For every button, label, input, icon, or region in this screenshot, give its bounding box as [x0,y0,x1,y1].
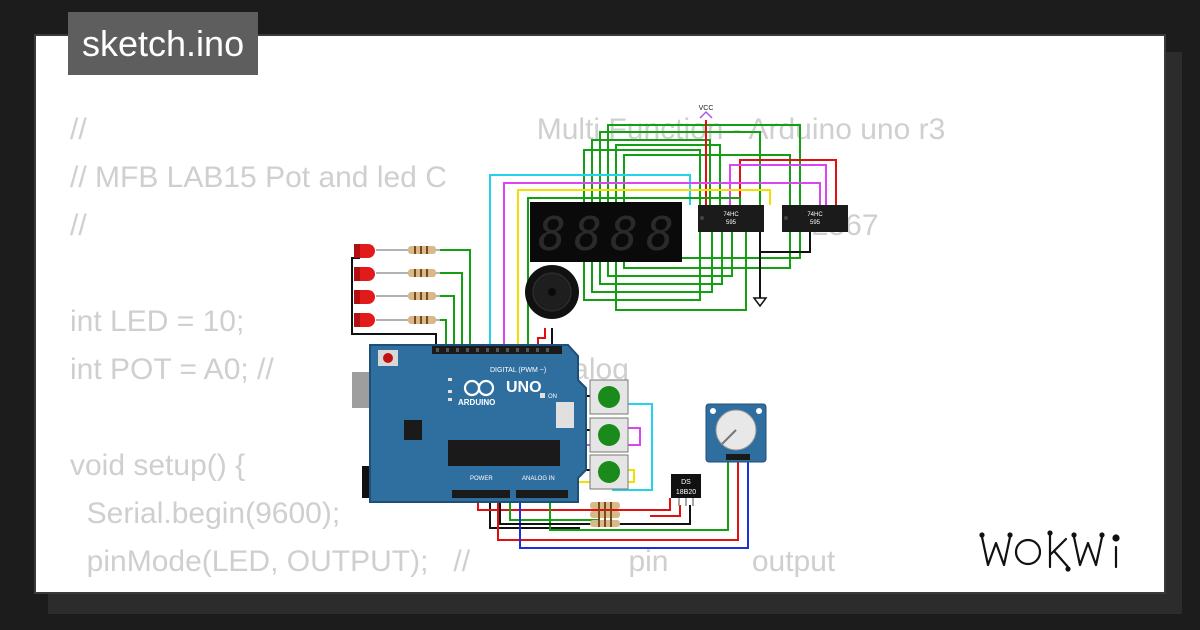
push-button-3 [589,454,629,490]
sensor-label: 18B20 [676,489,696,496]
display-digit: 8 [574,207,602,261]
wire-green [615,144,721,258]
push-buttons [589,379,629,490]
chip-label: 595 [810,220,821,226]
pulldown-resistors [590,502,620,527]
code-line: Serial.begin(9600); [70,497,341,530]
chip-label: 595 [726,220,737,226]
potentiometer [705,403,767,463]
wire-black [760,232,811,253]
shift-register-1: 74HC 595 [698,205,764,232]
wire-green [615,232,747,311]
vcc-label: VCC [699,105,714,112]
wire-red [497,462,739,541]
wire-green [549,462,729,531]
microcontroller-chip [448,440,560,466]
wire-red [477,498,671,511]
wire-red [650,505,681,517]
led-1 [354,244,375,258]
led-3 [354,290,375,304]
wire-yellow [517,189,771,350]
chip-label: 74HC [807,212,823,218]
display-digit: 8 [610,207,638,261]
wire-magenta [729,164,827,205]
code-line: // MFB LAB15 Pot and led C [70,161,447,194]
arduino-uno-board: DIGITAL (PWM ~) UNO ARDUINO ON POWER ANA… [352,344,587,503]
led-2 [354,267,375,281]
reset-button [383,353,393,363]
analog-label: ANALOG IN [522,476,555,482]
shift-register-2: 74HC 595 [782,205,848,232]
wire-green [527,197,741,350]
wire-green [440,319,447,350]
chip-label: 74HC [723,212,739,218]
power-header [452,490,510,498]
wokwi-logo: WOKWi [979,530,1144,574]
board-brand: ARDUINO [458,398,495,407]
code-line: pinMode(LED, OUTPUT); // pin output [70,545,836,578]
led-4 [354,313,375,327]
sensor-label: DS [681,479,691,486]
wire-green [440,295,455,350]
led-array [354,244,440,327]
buzzer [525,265,579,319]
temperature-sensor: DS 18B20 [671,474,701,506]
arduino-logo-icon [463,379,495,397]
display-digit: 8 [646,207,674,261]
wire-green [607,232,733,277]
power-label: POWER [470,476,493,482]
preview-card: // Multi Function - Arduino uno r3 // MF… [34,34,1166,594]
logo-text: WOKWi [1136,572,1144,574]
wire-magenta [503,182,821,350]
wire-cyan [489,174,691,350]
wire-green [440,272,463,350]
push-button-1 [589,379,629,415]
code-line: int LED = 10; [70,305,245,338]
wire-green [591,232,713,293]
wire-green [583,232,701,301]
vcc-symbol: VCC [699,105,714,119]
push-button-2 [589,417,629,453]
digital-label: DIGITAL (PWM ~) [490,367,546,374]
wire-green [440,249,471,350]
wire-green [509,498,600,521]
wire-green [599,131,761,258]
on-label: ON [548,394,557,400]
display-digit: 8 [538,207,566,261]
resistor [408,246,436,324]
file-name-tab: sketch.ino [68,12,259,75]
wire-cyan [612,403,653,491]
wire-green [623,232,791,269]
board-model: UNO [506,379,542,396]
analog-header [516,490,568,498]
seven-segment-display: 8 8 8 8 [530,202,682,262]
code-line: void setup() { [70,449,246,482]
ground-symbol [752,297,768,308]
